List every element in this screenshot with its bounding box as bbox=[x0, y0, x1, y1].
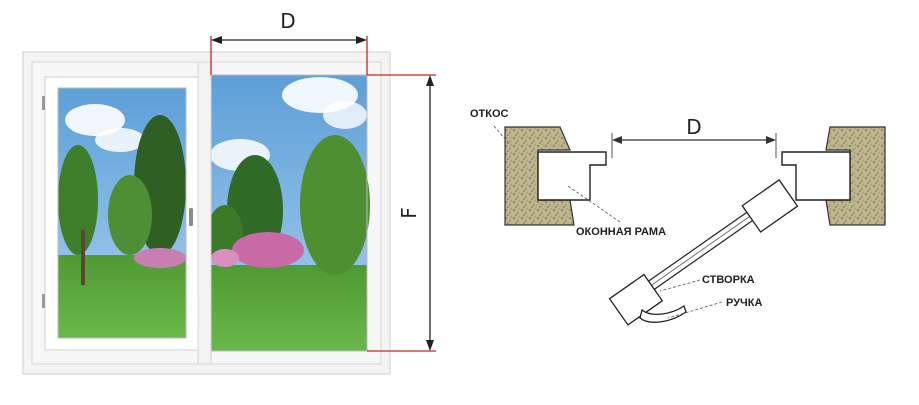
cross-section-diagram: D ОТКОС ОКОННАЯ РАМА СТВОРКА РУЧКА bbox=[470, 108, 886, 326]
right-frame-profile bbox=[781, 151, 851, 201]
right-glass-scene bbox=[207, 75, 370, 351]
handle-label: РУЧКА bbox=[726, 297, 762, 309]
top-hinge-icon bbox=[42, 96, 45, 110]
sash-label: СТВОРКА bbox=[702, 274, 755, 286]
bottom-hinge-icon bbox=[42, 294, 45, 308]
window-height-dimension: F bbox=[367, 74, 436, 352]
left-glass-scene bbox=[58, 88, 186, 338]
left-frame-profile bbox=[537, 151, 607, 201]
reveal-label: ОТКОС bbox=[470, 108, 509, 120]
section-width-label: D bbox=[686, 115, 701, 139]
window-handle-icon bbox=[189, 208, 193, 226]
window-width-label: D bbox=[280, 9, 295, 33]
window-picture bbox=[22, 51, 391, 375]
window-width-dimension: D bbox=[210, 9, 368, 75]
open-sash bbox=[608, 179, 799, 326]
frame-label: ОКОННАЯ РАМА bbox=[576, 226, 666, 238]
sash-handle-icon bbox=[639, 304, 687, 323]
mullion bbox=[197, 61, 212, 365]
window-height-label: F bbox=[397, 207, 421, 219]
